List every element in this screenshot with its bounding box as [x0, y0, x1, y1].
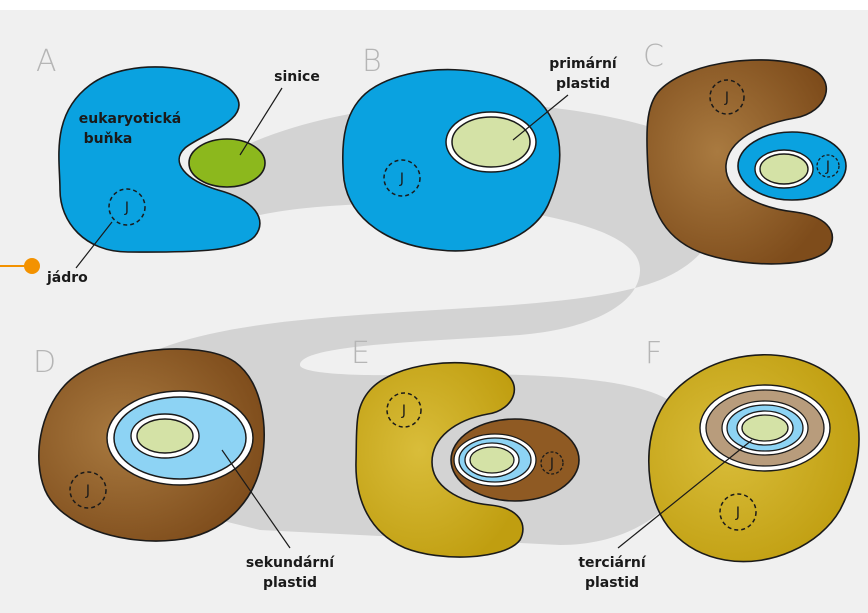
label-cyanobacterium: sinice: [274, 69, 320, 85]
label-primary-plastid-line1: primární: [549, 56, 618, 72]
label-primary-plastid-line2: plastid: [556, 76, 610, 92]
nucleus-symbol-c-symbiont: J: [825, 159, 830, 175]
panel-letter-e: E: [351, 336, 370, 371]
cyanobacterium: [189, 139, 265, 187]
label-secondary-plastid-line2: plastid: [263, 575, 317, 591]
label-eukaryotic-cell-line1: eukaryotická: [79, 111, 181, 127]
panel-letter-f: F: [645, 336, 662, 371]
panel-letter-d: D: [33, 345, 56, 380]
nucleus-symbol-b: J: [399, 171, 404, 187]
label-secondary-plastid-line1: sekundární: [246, 555, 335, 571]
nucleus-symbol-c-host: J: [724, 90, 729, 106]
orange-dot-pointer-icon: [24, 258, 40, 274]
plastid-d: [137, 419, 193, 453]
panel-letter-c: C: [643, 39, 664, 74]
label-nucleus: jádro: [46, 270, 88, 286]
label-tertiary-plastid-line2: plastid: [585, 575, 639, 591]
nucleus-symbol-e-host: J: [401, 403, 406, 419]
plastid-f: [742, 415, 788, 441]
nucleus-symbol-e-symbiont: J: [549, 456, 554, 472]
panel-letter-b: B: [362, 44, 382, 79]
nucleus-symbol-a: J: [124, 200, 129, 216]
primary-plastid: [452, 117, 530, 167]
plastid-c: [760, 154, 808, 184]
nucleus-symbol-f: J: [735, 505, 740, 521]
label-tertiary-plastid-line1: terciární: [578, 555, 647, 571]
panel-letter-a: A: [36, 44, 57, 79]
nucleus-symbol-d: J: [85, 483, 90, 499]
label-eukaryotic-cell-line2: buňka: [84, 131, 133, 147]
plastid-e: [470, 447, 514, 473]
